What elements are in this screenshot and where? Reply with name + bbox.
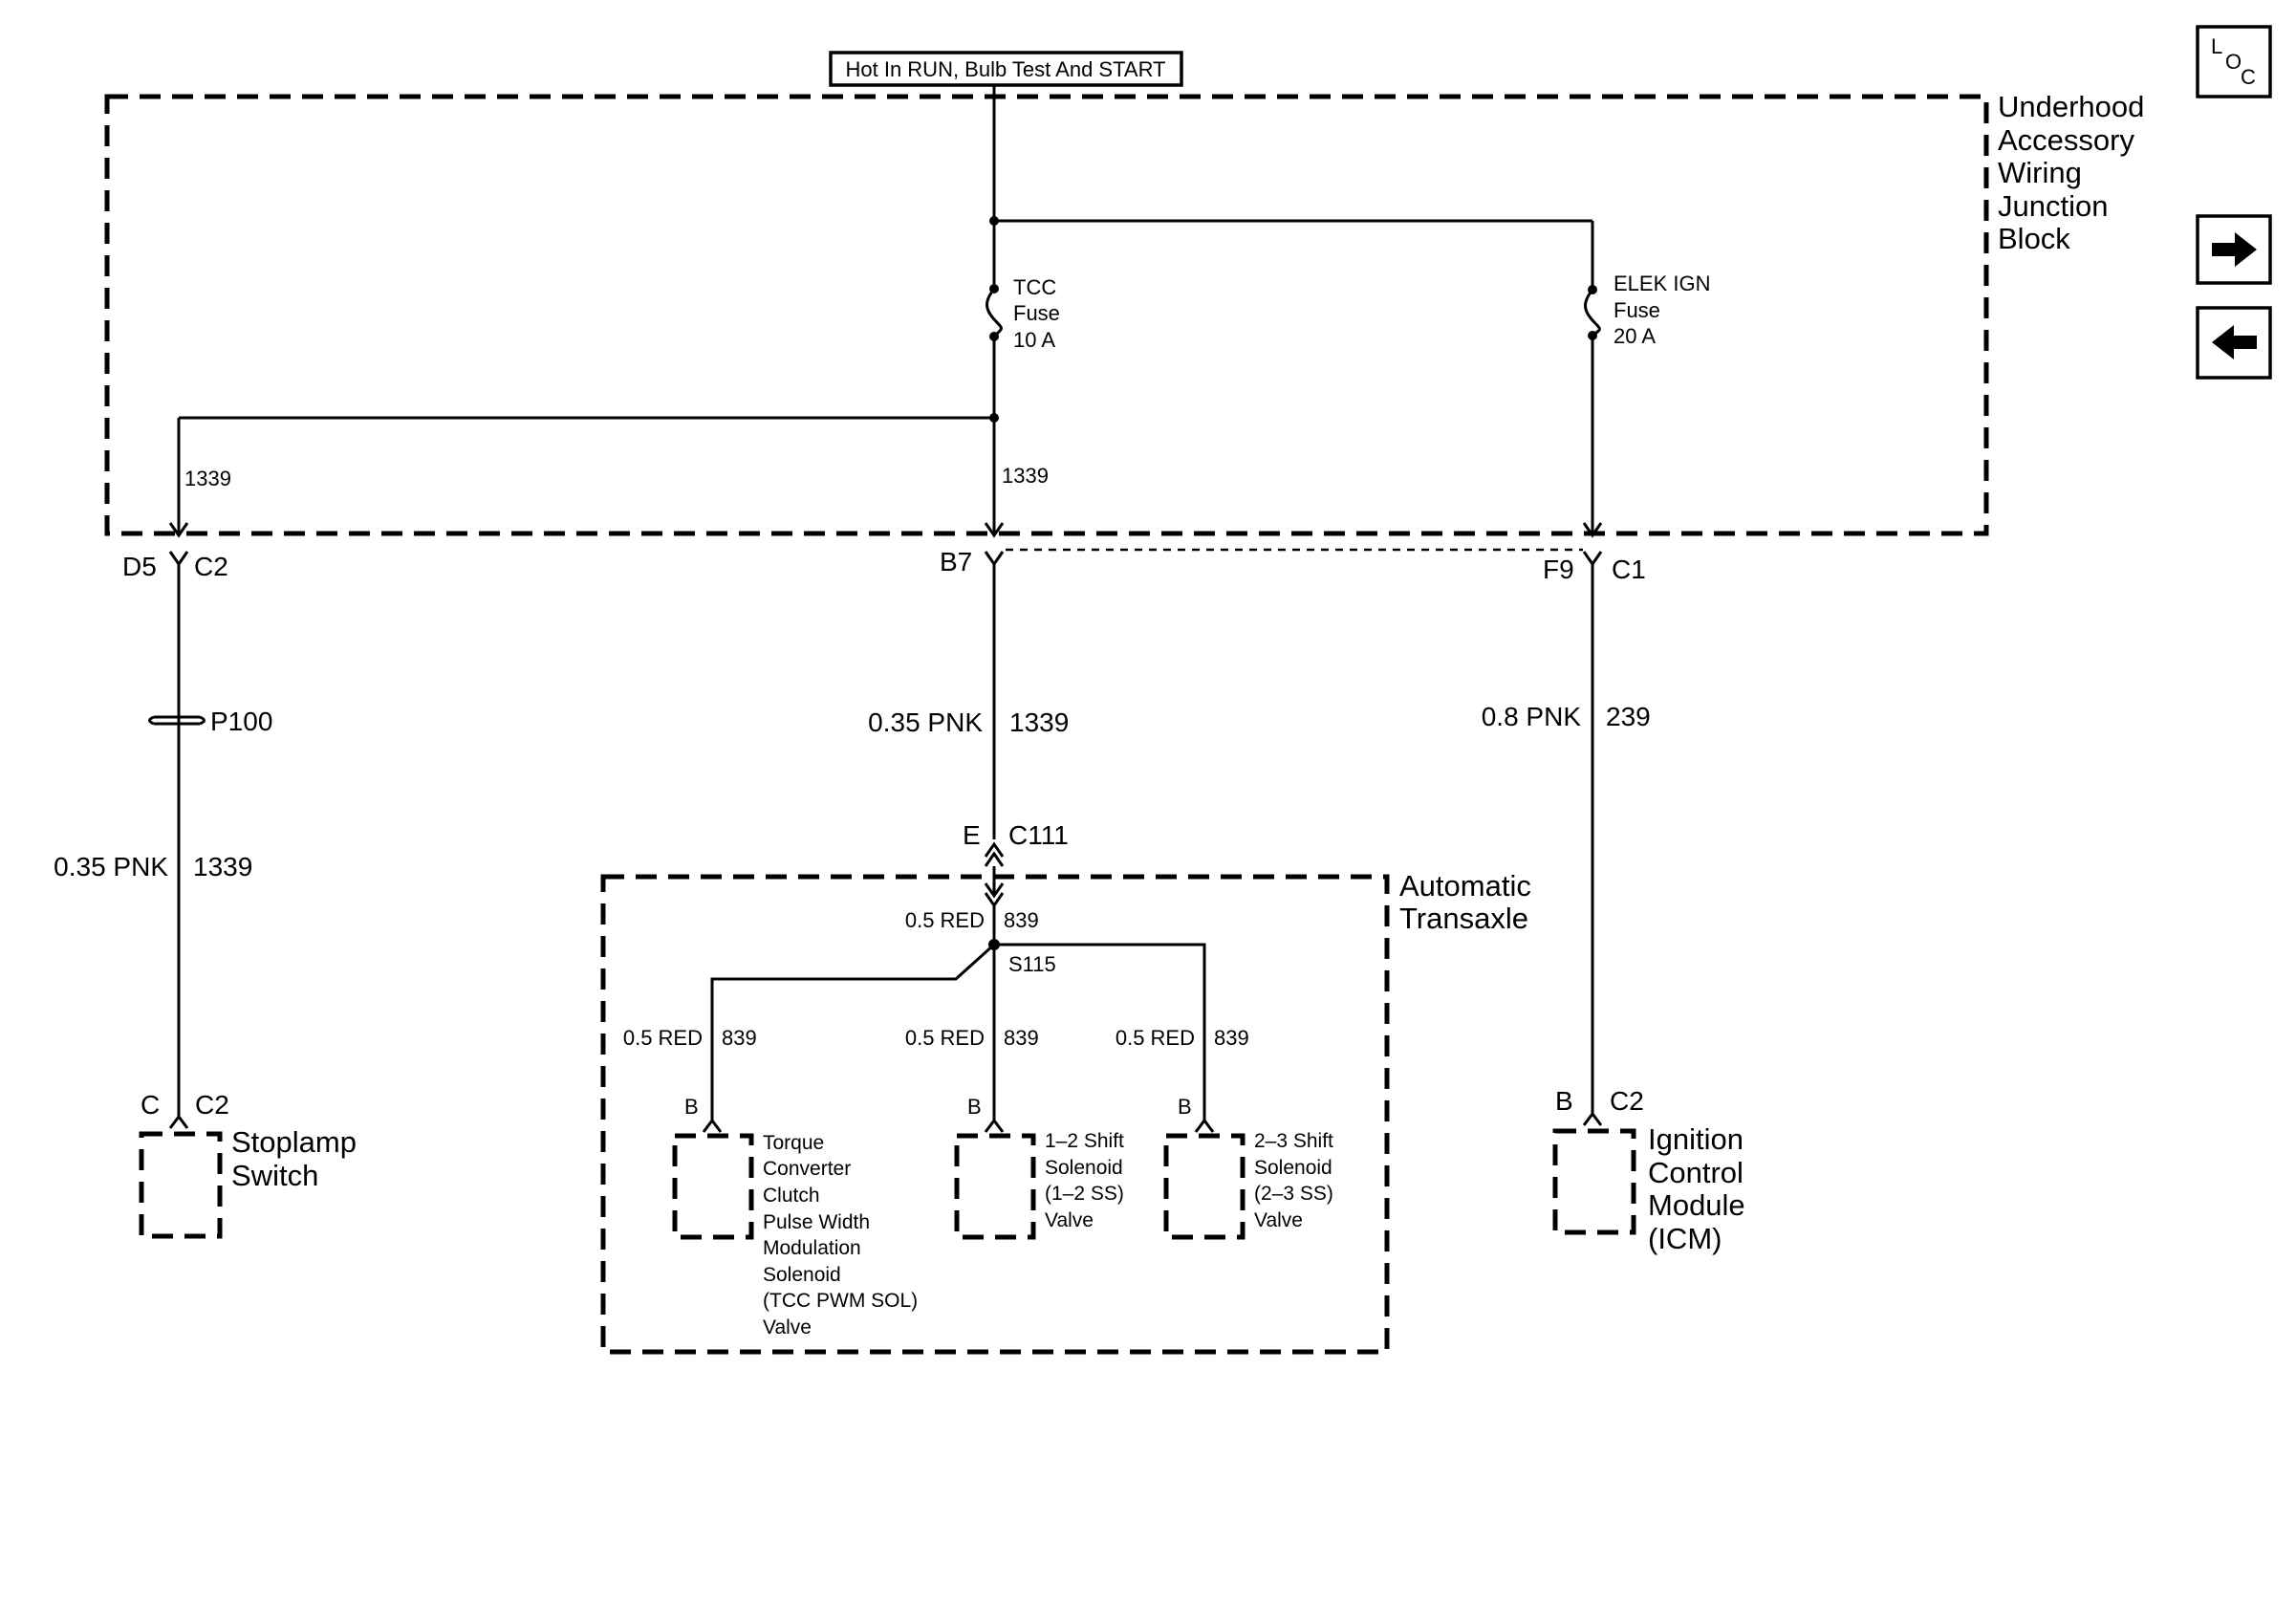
- pin-label-e: E: [963, 820, 981, 850]
- connector-label-c2-stoplamp: C2: [195, 1090, 229, 1120]
- elek-ign-fuse-symbol: [1584, 289, 1601, 337]
- tcc-pwm-solenoid-label: Torque Converter Clutch Pulse Width Modu…: [763, 1132, 923, 1338]
- connector-label-c2-icm: C2: [1610, 1086, 1644, 1116]
- arrow-left-icon: [2212, 325, 2257, 359]
- wire-circuit-center: 1339: [1009, 707, 1069, 737]
- locator-button[interactable]: L O C: [2196, 25, 2272, 98]
- wire-color-left: 0.35 PNK: [54, 852, 168, 881]
- connector-label-c2-left: C2: [194, 552, 228, 581]
- wire-circuit-branch-tcc: 839: [722, 1026, 757, 1050]
- pin-arrow-d5: [168, 522, 189, 538]
- pin-arrow-f9: [1582, 522, 1603, 538]
- pin-label-f9: F9: [1543, 555, 1574, 584]
- power-source-label: Hot In RUN, Bulb Test And START: [845, 57, 1165, 81]
- locator-letter-o: O: [2225, 50, 2242, 74]
- connector-label-c1: C1: [1612, 555, 1646, 584]
- circuit-label-left: 1339: [184, 467, 231, 490]
- wire-circuit-branch-12: 839: [1004, 1026, 1039, 1050]
- pin-label-b-23: B: [1178, 1095, 1192, 1119]
- shift-23-solenoid-box: [1163, 1133, 1245, 1240]
- tcc-pwm-branch-wire: [710, 943, 996, 1120]
- wire-color-branch-23: 0.5 RED: [1116, 1026, 1195, 1050]
- grommet-label-p100: P100: [210, 707, 272, 736]
- feed-junction-dot: [989, 216, 999, 226]
- wire-circuit-right: 239: [1606, 702, 1651, 731]
- tcc-branch-junction-dot: [989, 413, 999, 423]
- pass-through-grommet-p100: [148, 715, 206, 726]
- underhood-junction-block-label: Underhood Accessory Wiring Junction Bloc…: [1998, 90, 2153, 255]
- wire-circuit-transaxle-in: 839: [1004, 908, 1039, 932]
- automatic-transaxle-label: Automatic Transaxle: [1399, 869, 1539, 935]
- stoplamp-switch-label: Stoplamp Switch: [231, 1125, 365, 1192]
- underhood-junction-block-outline: [104, 94, 1989, 536]
- elek-ign-fuse-label: ELEK IGN Fuse 20 A: [1614, 272, 1717, 348]
- connector-fork-12: [984, 1118, 1005, 1133]
- pin-label-c-stoplamp: C: [141, 1090, 160, 1120]
- shift-23-solenoid-label: 2–3 Shift Solenoid (2–3 SS) Valve: [1254, 1130, 1339, 1231]
- wire-circuit-branch-23: 839: [1214, 1026, 1249, 1050]
- locator-letter-l: L: [2211, 34, 2222, 58]
- power-source-box: [829, 51, 1183, 87]
- shift-12-solenoid-box: [954, 1133, 1036, 1240]
- wire-color-center: 0.35 PNK: [868, 707, 983, 737]
- arrow-right-icon: [2212, 232, 2257, 267]
- pin-label-d5: D5: [122, 552, 157, 581]
- pin-arrow-b7: [984, 522, 1005, 538]
- wire-color-branch-tcc: 0.5 RED: [623, 1026, 703, 1050]
- icm-label: Ignition Control Module (ICM): [1648, 1122, 1753, 1255]
- wire-circuit-left: 1339: [193, 852, 252, 881]
- connector-label-c111: C111: [1008, 820, 1069, 850]
- connector-fork-c1: [1582, 551, 1603, 567]
- pin-label-b-icm: B: [1555, 1086, 1573, 1116]
- tcc-fuse-symbol: [986, 288, 1003, 338]
- connector-fork-b7: [984, 551, 1005, 567]
- tcc-pwm-solenoid-box: [672, 1133, 754, 1240]
- splice-label-s115: S115: [1008, 952, 1056, 976]
- shift-23-branch-wire: [994, 943, 1206, 1120]
- shift-12-solenoid-label: 1–2 Shift Solenoid (1–2 SS) Valve: [1045, 1130, 1130, 1231]
- circuit-label-center: 1339: [1002, 464, 1049, 488]
- pin-label-b-12: B: [967, 1095, 982, 1119]
- locator-letter-c: C: [2241, 65, 2256, 89]
- wire-color-transaxle-in: 0.5 RED: [905, 908, 985, 932]
- connector-fork-23: [1194, 1118, 1215, 1133]
- icm-box: [1552, 1128, 1636, 1235]
- wire-color-right: 0.8 PNK: [1482, 702, 1582, 731]
- connector-fork-icm: [1582, 1111, 1603, 1126]
- connector-fork-tcc: [702, 1118, 723, 1133]
- wire-color-branch-12: 0.5 RED: [905, 1026, 985, 1050]
- pin-label-b7: B7: [940, 547, 972, 577]
- next-page-button[interactable]: [2196, 214, 2272, 285]
- connector-fork-c2-left: [168, 551, 189, 567]
- previous-page-button[interactable]: [2196, 306, 2272, 380]
- automatic-transaxle-outline: [600, 874, 1390, 1355]
- tcc-fuse-label: TCC Fuse 10 A: [1013, 275, 1066, 352]
- connector-fork-stoplamp: [168, 1114, 189, 1129]
- stoplamp-switch-box: [139, 1131, 223, 1239]
- pin-label-b-tcc: B: [684, 1095, 699, 1119]
